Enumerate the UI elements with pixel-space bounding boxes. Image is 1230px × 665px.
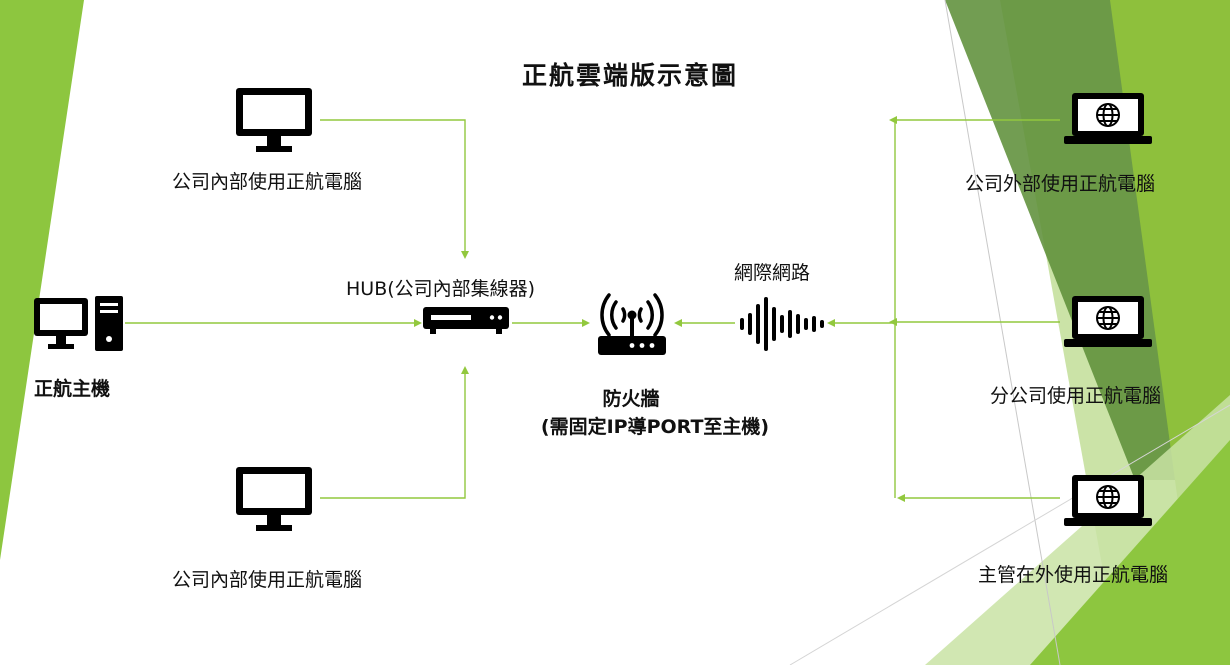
thin-grey-diagonal-2 xyxy=(789,404,1230,665)
sound-wave-icon xyxy=(740,297,824,351)
hub-label: HUB(公司內部集線器) xyxy=(346,278,536,300)
monitor-icon xyxy=(236,467,312,531)
bottom-right-green-triangle xyxy=(1030,440,1230,665)
edge-top-pc-to-hub xyxy=(320,119,469,259)
external-pc-label: 公司外部使用正航電腦 xyxy=(965,173,1156,195)
monitor-icon xyxy=(236,88,312,152)
laptop-globe-icon xyxy=(1064,475,1152,526)
branch-pc-label: 分公司使用正航電腦 xyxy=(990,385,1162,407)
internal-pc-bottom-label: 公司內部使用正航電腦 xyxy=(172,569,363,591)
page-title: 正航雲端版示意圖 xyxy=(521,61,738,90)
wifi-router-icon xyxy=(598,293,666,355)
firewall-label: 防火牆 xyxy=(602,388,660,410)
host-label: 正航主機 xyxy=(34,378,111,400)
thin-grey-diagonal xyxy=(944,0,1061,665)
left-green-shard xyxy=(0,0,84,560)
manager-pc-label: 主管在外使用正航電腦 xyxy=(978,564,1169,586)
internal-pc-top-label: 公司內部使用正航電腦 xyxy=(172,171,363,193)
laptop-globe-icon xyxy=(1064,93,1152,144)
desktop-tower-icon xyxy=(34,296,123,351)
network-switch-icon xyxy=(423,307,509,334)
laptop-globe-icon xyxy=(1064,296,1152,347)
firewall-note-label: (需固定IP導PORT至主機) xyxy=(540,416,770,438)
internet-label: 網際網路 xyxy=(734,262,811,284)
edge-bottom-pc-to-hub xyxy=(320,366,469,499)
